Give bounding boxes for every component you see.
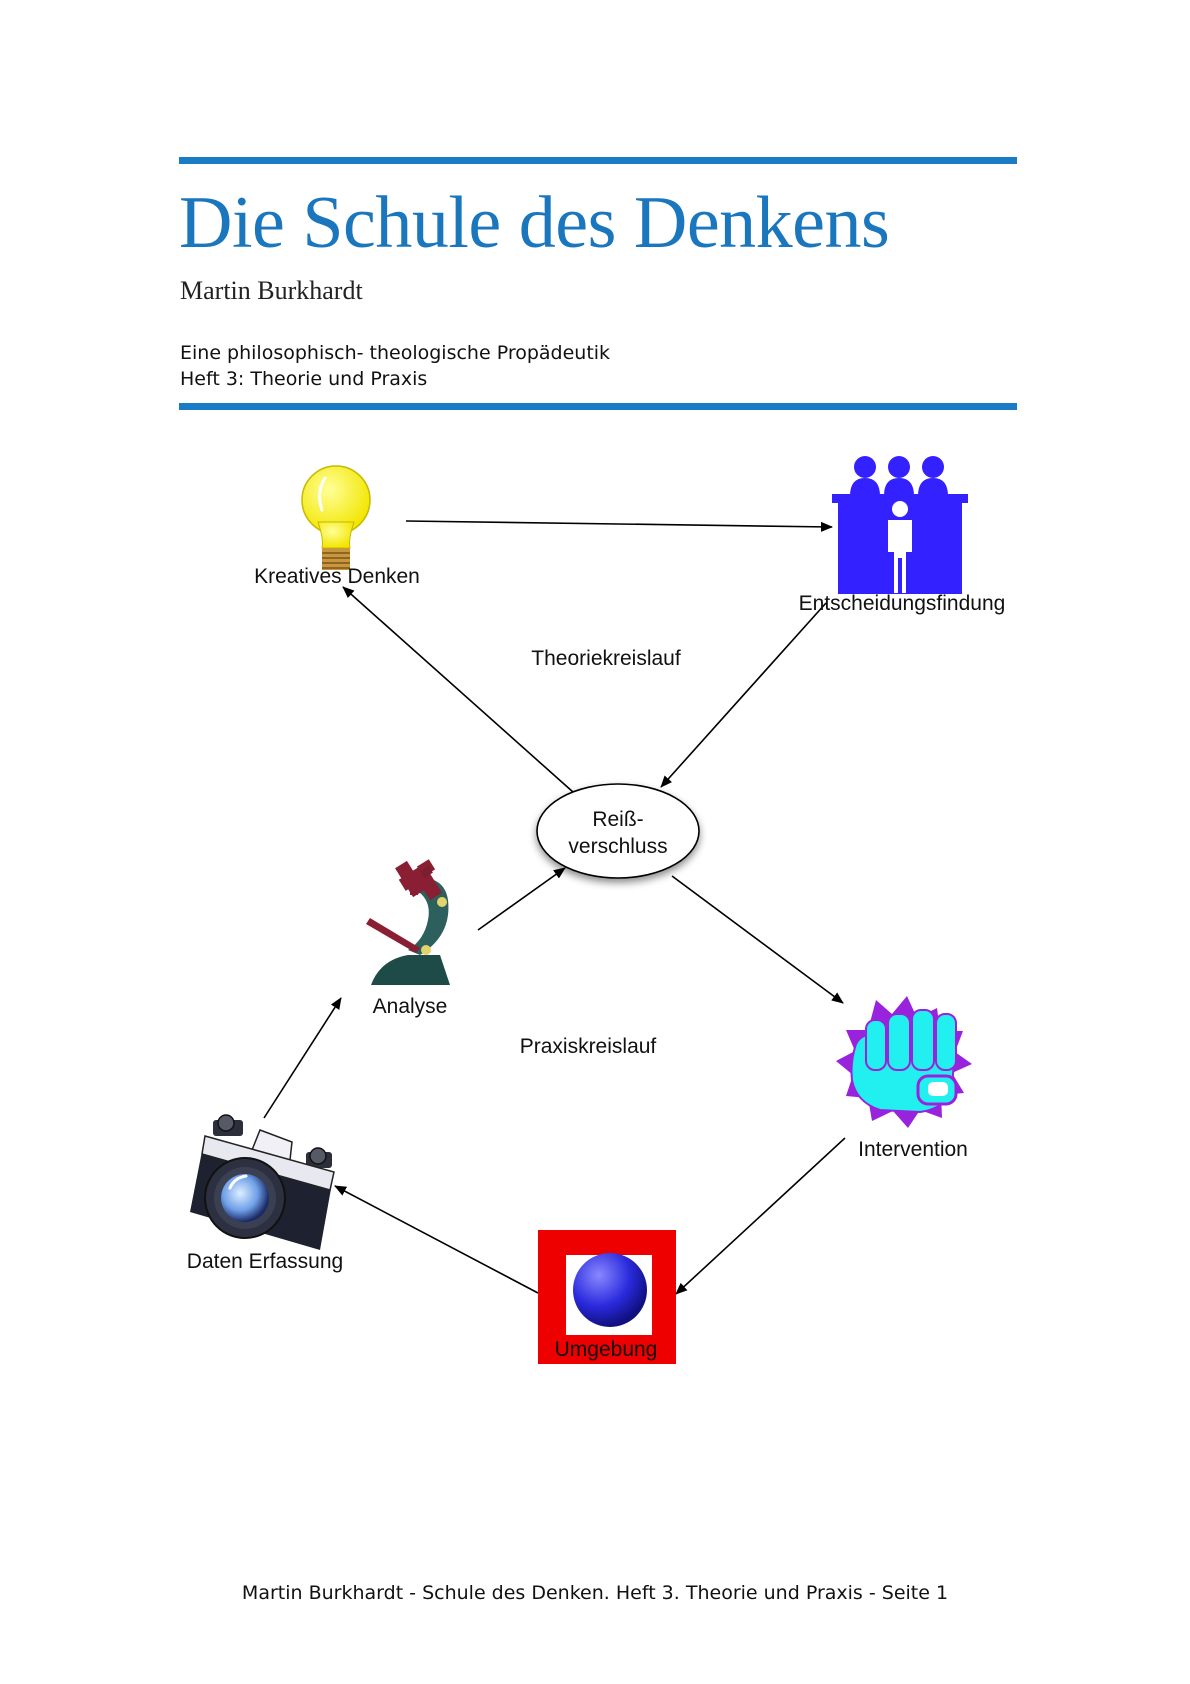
label-entscheidungsfindung: Entscheidungsfindung [799,592,1006,615]
reissverschluss-node: Reiß- verschluss [536,783,700,879]
label-praxiskreislauf: Praxiskreislauf [520,1035,657,1058]
label-analyse: Analyse [373,995,448,1018]
label-umgebung: Umgebung [555,1338,658,1361]
lightbulb-icon [301,465,371,570]
arrow-umgebung-to-daten [334,1185,539,1294]
reissverschluss-label-line-2: verschluss [568,835,667,858]
bottom-rule [179,403,1017,410]
arrow-entscheidung-to-reissverschluss [660,602,827,788]
arrow-reissverschluss-to-kreativ [342,586,574,793]
label-intervention: Intervention [858,1138,968,1161]
subtitle-line-1: Eine philosophisch- theologische Propäde… [180,342,611,364]
arrow-analyse-to-reissverschluss [477,867,566,931]
arrow-daten-to-analyse [263,997,342,1119]
label-kreatives-denken: Kreatives Denken [254,565,420,588]
arrow-kreativ-to-entscheidung [405,520,833,532]
arrow-reissverschluss-to-intervention [671,875,844,1004]
top-rule [179,157,1017,164]
tribunal-icon [832,456,968,594]
globe-icon [538,1230,676,1364]
camera-icon [190,1114,335,1250]
label-theoriekreislauf: Theoriekreislauf [531,647,681,670]
page-title: Die Schule des Denkens [179,182,890,264]
arrow-intervention-to-umgebung [675,1137,846,1295]
reissverschluss-label-line-1: Reiß- [592,808,643,831]
author-name: Martin Burkhardt [180,276,363,305]
fist-icon [836,996,972,1128]
label-daten-erfassung: Daten Erfassung [187,1250,343,1273]
subtitle-line-2: Heft 3: Theorie und Praxis [180,368,428,390]
microscope-icon [366,859,450,985]
page-footer: Martin Burkhardt - Schule des Denken. He… [241,1582,949,1604]
